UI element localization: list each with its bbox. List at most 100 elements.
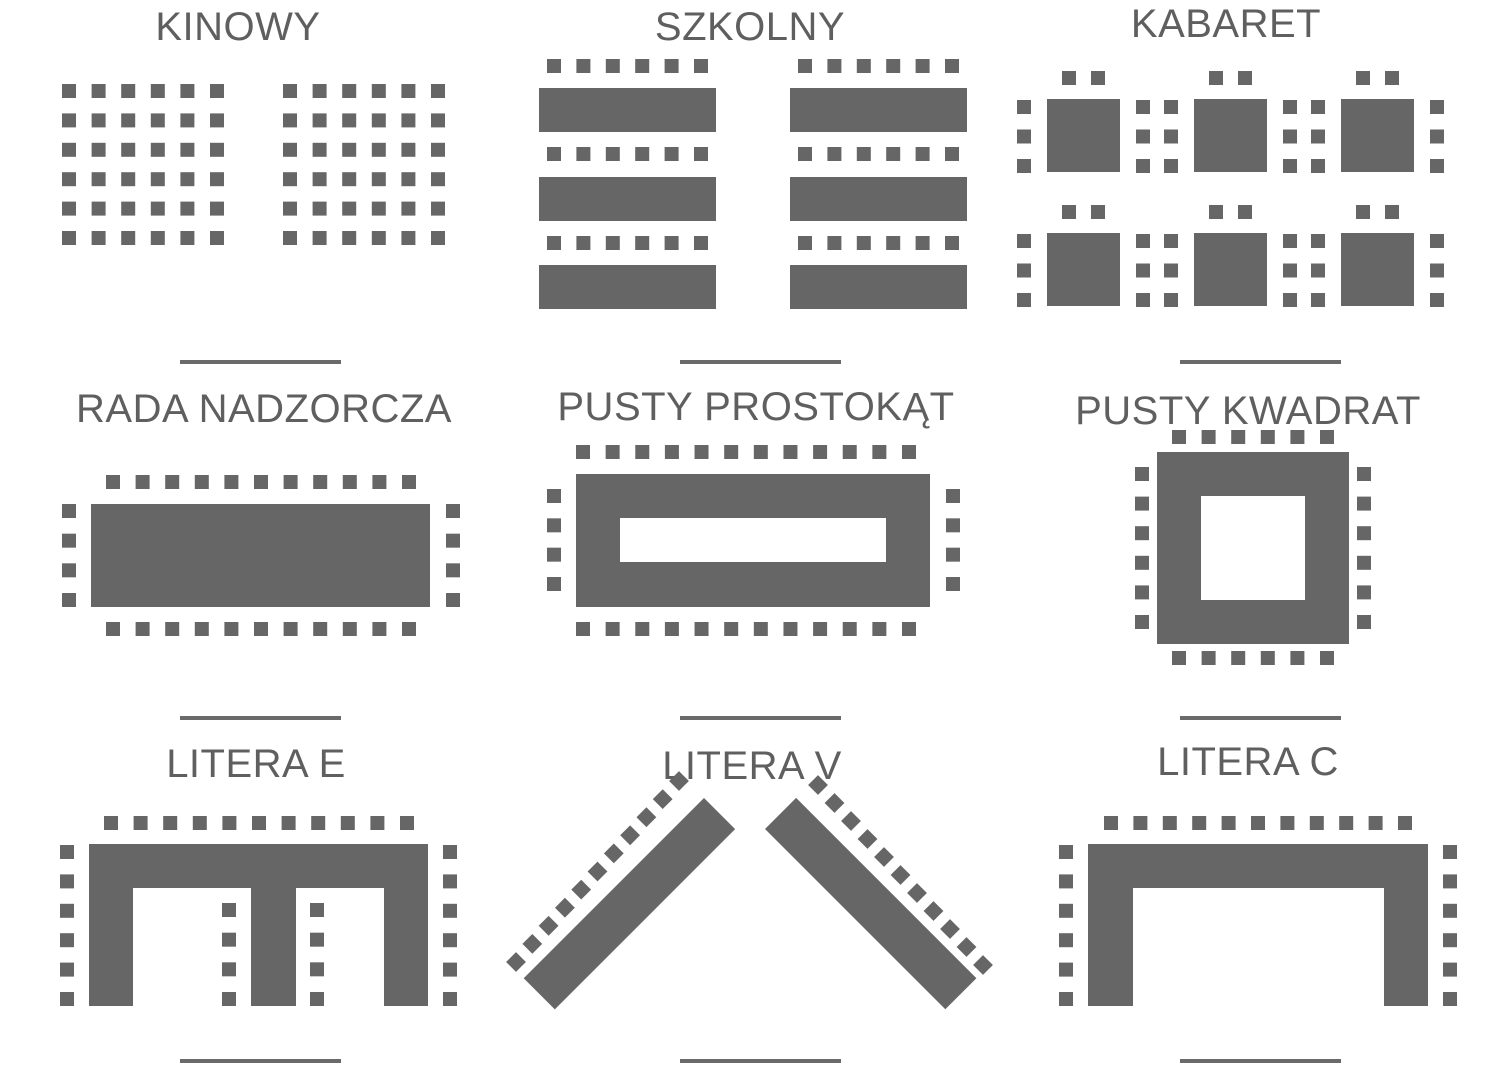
chair (180, 113, 195, 128)
chair (827, 59, 842, 73)
chair (872, 445, 887, 459)
chair (946, 518, 960, 533)
chair (62, 172, 76, 187)
chair (1311, 263, 1325, 278)
chair (956, 937, 977, 957)
chair (827, 147, 842, 161)
chair (194, 622, 209, 636)
chair (1357, 526, 1371, 541)
table (765, 797, 977, 1010)
chair (431, 231, 445, 245)
chair (283, 231, 297, 245)
chair (62, 142, 76, 157)
chair (945, 147, 959, 161)
chair (1192, 816, 1207, 830)
chair (91, 172, 106, 187)
chair (664, 59, 679, 73)
chair (694, 147, 708, 161)
chair (1059, 992, 1073, 1006)
chair (547, 577, 561, 591)
chair (886, 236, 901, 250)
chair (973, 955, 993, 975)
chair (1091, 205, 1105, 219)
chair (1136, 263, 1150, 278)
chair (1430, 100, 1444, 114)
chair (724, 622, 739, 636)
chair (798, 59, 812, 73)
chair (1062, 205, 1076, 219)
chair (1430, 129, 1444, 144)
chair (1280, 816, 1295, 830)
chair (1135, 496, 1149, 511)
chair (538, 915, 559, 936)
chair (1430, 159, 1444, 173)
chair (605, 147, 620, 161)
chair (401, 142, 416, 157)
table (1047, 233, 1120, 306)
chair (652, 789, 673, 809)
chair (1430, 234, 1444, 248)
chair (798, 147, 812, 161)
chair (856, 59, 871, 73)
chair (664, 147, 679, 161)
layout-title-litera-c: LITERA C (1157, 740, 1339, 784)
layout-title-pusty-kwadrat: PUSTY KWADRAT (1075, 389, 1421, 433)
chair (446, 593, 460, 607)
chair (1357, 467, 1371, 481)
layout-litera-v (506, 771, 993, 1010)
chair (603, 843, 624, 864)
chair (1283, 159, 1297, 173)
chair (753, 622, 768, 636)
chair (635, 147, 650, 161)
chair (222, 816, 237, 830)
chair (222, 962, 236, 977)
chair (431, 201, 445, 216)
chair (915, 236, 930, 250)
chair (91, 231, 106, 245)
chair (587, 861, 608, 882)
chair (252, 816, 266, 830)
chair (340, 816, 355, 830)
chair (946, 547, 960, 562)
layout-kinowy (62, 84, 445, 245)
chair (827, 236, 842, 250)
chair (342, 142, 357, 157)
chair (902, 445, 916, 459)
chair (443, 933, 457, 948)
chair (635, 445, 650, 459)
chair (91, 84, 106, 98)
chair (310, 962, 324, 977)
chair (1164, 100, 1178, 114)
chair (547, 489, 561, 503)
chair (1368, 816, 1383, 830)
chair (694, 445, 709, 459)
chair (135, 475, 150, 489)
chair (1290, 430, 1305, 444)
chair (180, 231, 195, 245)
chair (1251, 816, 1265, 830)
table (1047, 99, 1120, 172)
chair (555, 897, 575, 918)
chair (915, 59, 930, 73)
chair (1136, 100, 1150, 114)
chair (431, 84, 445, 98)
table (790, 177, 967, 221)
layout-rada-nadzorcza (62, 475, 460, 636)
chair (342, 201, 357, 216)
chair (1164, 293, 1178, 307)
chair (91, 142, 106, 157)
layout-title-szkolny: SZKOLNY (655, 5, 845, 49)
chair (150, 84, 165, 98)
chair (312, 172, 327, 187)
chair (60, 903, 74, 918)
chair (402, 475, 416, 489)
table (1194, 233, 1267, 306)
table (1157, 452, 1349, 644)
chair (431, 113, 445, 128)
chair (150, 231, 165, 245)
chair (886, 147, 901, 161)
chair (605, 59, 620, 73)
chair (443, 874, 457, 889)
chair (1443, 933, 1457, 948)
chair (283, 475, 298, 489)
